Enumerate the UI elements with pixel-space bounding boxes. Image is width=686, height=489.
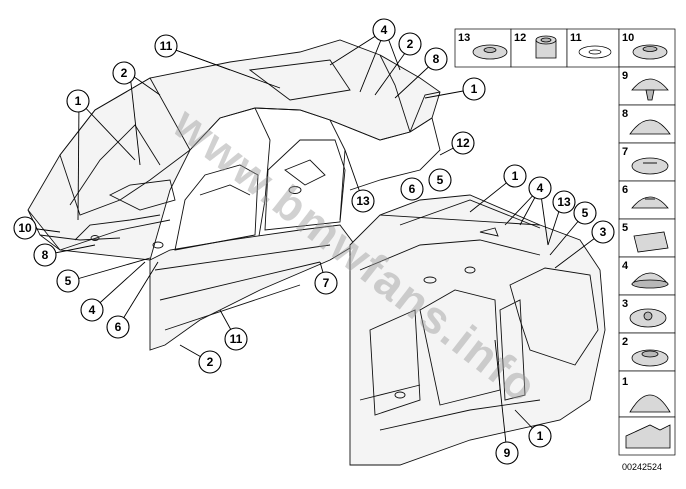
svg-text:1: 1 <box>622 376 628 388</box>
svg-text:11: 11 <box>230 332 243 346</box>
svg-text:1: 1 <box>75 94 82 108</box>
callout-bubbles: 11 2 1 4 2 8 1 12 10 8 5 4 6 13 6 5 7 11… <box>13 18 615 465</box>
svg-text:5: 5 <box>622 222 628 234</box>
dome-cap-large-icon <box>629 394 671 413</box>
svg-text:6: 6 <box>622 184 628 196</box>
callout-detail-4: 4 <box>528 176 552 200</box>
callout-detail-3: 3 <box>591 220 615 244</box>
document-id: 00242524 <box>622 462 662 472</box>
svg-text:3: 3 <box>622 298 628 310</box>
svg-text:6: 6 <box>409 182 416 196</box>
svg-text:4: 4 <box>622 260 629 272</box>
callout-1-left: 1 <box>66 89 90 113</box>
svg-text:4: 4 <box>537 181 544 195</box>
svg-text:3: 3 <box>600 225 607 239</box>
callout-4-top: 4 <box>372 18 396 42</box>
dome-cap-icon <box>629 119 671 135</box>
plug-round-icon <box>632 44 668 60</box>
car-body-detail <box>349 194 606 466</box>
svg-text:1: 1 <box>512 169 519 183</box>
svg-text:11: 11 <box>570 32 582 44</box>
svg-text:10: 10 <box>622 32 634 44</box>
callout-5-mid: 5 <box>428 168 452 192</box>
car-body-main <box>27 39 441 351</box>
callout-detail-1-bottom: 1 <box>528 424 552 448</box>
parts-legend-top-row: 13 12 11 <box>454 28 620 68</box>
svg-text:1: 1 <box>471 82 478 96</box>
callout-6-left: 6 <box>106 315 130 339</box>
svg-text:5: 5 <box>437 173 444 187</box>
callout-11: 11 <box>224 327 248 351</box>
callout-2-roof: 2 <box>398 32 422 56</box>
svg-text:2: 2 <box>207 355 214 369</box>
callout-4-left: 4 <box>80 298 104 322</box>
parts-legend-column: 10 9 8 7 6 5 4 3 2 1 <box>618 28 676 456</box>
callout-1-right: 1 <box>462 77 486 101</box>
callout-detail-9: 9 <box>495 441 519 465</box>
svg-text:12: 12 <box>456 136 470 150</box>
callout-detail-13: 13 <box>552 190 576 214</box>
plug-tab-icon <box>631 78 669 91</box>
callout-3: 11 <box>154 34 178 58</box>
callout-8-top: 8 <box>424 47 448 71</box>
svg-text:8: 8 <box>42 248 49 262</box>
direction-arrow-icon <box>625 424 671 449</box>
plug-slotted-small-icon <box>631 196 669 209</box>
callout-detail-5: 5 <box>573 201 597 225</box>
callout-6-mid: 6 <box>400 177 424 201</box>
svg-text:12: 12 <box>514 32 526 44</box>
svg-text:1: 1 <box>537 429 544 443</box>
svg-text:5: 5 <box>582 206 589 220</box>
svg-text:6: 6 <box>115 320 122 334</box>
callout-2-bottom: 2 <box>198 350 222 374</box>
svg-text:8: 8 <box>433 52 440 66</box>
svg-text:2: 2 <box>407 37 414 51</box>
svg-text:7: 7 <box>622 146 628 158</box>
callout-detail-1-top: 1 <box>503 164 527 188</box>
callout-13-main: 13 <box>351 189 375 213</box>
plug-slotted-icon <box>631 157 669 175</box>
callout-5-left: 5 <box>56 269 80 293</box>
svg-text:13: 13 <box>458 32 470 44</box>
callout-10: 10 <box>13 216 37 240</box>
svg-text:4: 4 <box>89 303 96 317</box>
svg-text:5: 5 <box>65 274 72 288</box>
svg-text:4: 4 <box>381 23 388 37</box>
svg-text:11: 11 <box>160 39 173 53</box>
callout-7: 7 <box>314 271 338 295</box>
callout-12: 12 <box>451 131 475 155</box>
svg-text:2: 2 <box>121 66 128 80</box>
svg-text:9: 9 <box>622 70 628 82</box>
svg-text:2: 2 <box>622 336 628 348</box>
svg-text:13: 13 <box>356 194 370 208</box>
svg-text:9: 9 <box>504 446 511 460</box>
svg-text:13: 13 <box>557 195 571 209</box>
callout-2-top: 2 <box>112 61 136 85</box>
svg-text:7: 7 <box>323 276 330 290</box>
sealing-pad-icon <box>633 231 669 253</box>
svg-text:10: 10 <box>18 221 32 235</box>
callout-8-left: 8 <box>33 243 57 267</box>
svg-text:8: 8 <box>622 108 628 120</box>
plug-grommet-icon <box>631 349 669 367</box>
